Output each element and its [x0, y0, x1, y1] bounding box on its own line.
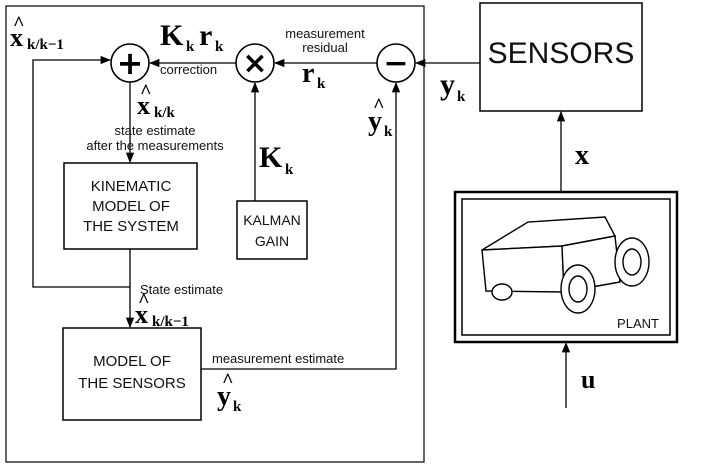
svg-text:^: ^	[373, 95, 385, 117]
svg-text:K: K	[259, 141, 283, 174]
r-k-symbol: r k	[302, 58, 326, 92]
residual-label-2: residual	[302, 40, 348, 55]
svg-text:k/k−1: k/k−1	[27, 37, 64, 53]
svg-text:y: y	[217, 381, 231, 412]
state-estimate-label: State estimate	[140, 282, 223, 297]
svg-text:k: k	[215, 39, 224, 55]
svg-text:k: k	[457, 89, 466, 105]
kalman-line-2: GAIN	[255, 233, 289, 249]
x-symbol: x	[575, 140, 589, 171]
xhat-kk1-middle: ^ x k/k−1	[135, 290, 189, 330]
svg-text:y: y	[368, 106, 382, 137]
kalman-line-1: KALMAN	[243, 212, 301, 228]
u-symbol: u	[581, 365, 595, 394]
estimator-frame	[5, 5, 425, 463]
feedback-loop-arrow	[32, 55, 130, 288]
state-after-label-2: after the measurements	[86, 138, 224, 153]
kr-product: K k r k	[160, 19, 224, 55]
kinematic-line-1: KINEMATIC	[91, 178, 172, 195]
y-k-symbol: y k	[440, 68, 466, 105]
svg-text:x: x	[137, 91, 150, 120]
k-k-symbol: K k	[259, 141, 294, 178]
plant-label: PLANT	[617, 316, 659, 331]
subtract-symbol: −	[383, 46, 408, 81]
sensor-model-line-2: THE SENSORS	[78, 375, 186, 392]
svg-text:^: ^	[13, 13, 25, 35]
svg-text:k: k	[233, 399, 242, 415]
svg-text:k/k: k/k	[154, 105, 176, 121]
svg-text:y: y	[440, 68, 455, 101]
svg-text:x: x	[10, 23, 23, 52]
multiply-symbol: ×	[242, 46, 267, 81]
sensor-model-block	[62, 327, 202, 421]
svg-text:^: ^	[140, 81, 152, 103]
svg-text:r: r	[199, 19, 212, 52]
svg-text:k: k	[317, 76, 326, 92]
svg-text:r: r	[302, 58, 314, 89]
xhat-kk1-top: ^ x k/k−1	[10, 13, 64, 53]
measurement-estimate-label: measurement estimate	[212, 351, 344, 366]
residual-label-1: measurement	[285, 26, 365, 41]
kalman-gain-block	[236, 200, 308, 260]
measurement-estimate-arrow	[201, 81, 401, 370]
svg-text:k: k	[285, 162, 294, 178]
svg-text:k/k−1: k/k−1	[152, 314, 189, 330]
svg-text:^: ^	[222, 370, 234, 392]
svg-text:K: K	[160, 19, 184, 52]
kinematic-model-block	[63, 162, 198, 250]
sensors-label: SENSORS	[488, 37, 635, 70]
yhat-k-right: ^ y k	[368, 95, 393, 140]
yhat-k-bottom: ^ y k	[217, 370, 242, 415]
svg-text:k: k	[384, 124, 393, 140]
svg-text:^: ^	[138, 290, 150, 312]
plant-block-inner	[461, 198, 671, 336]
car-icon	[481, 216, 650, 314]
correction-label: correction	[160, 62, 217, 77]
sum-symbol: +	[117, 44, 144, 82]
svg-text:k: k	[186, 39, 195, 55]
sensor-model-line-1: MODEL OF	[93, 353, 171, 370]
xhat-kk: ^ x k/k	[137, 81, 176, 121]
kinematic-line-3: THE SYSTEM	[83, 218, 179, 235]
state-after-label-1: state estimate	[115, 123, 196, 138]
svg-text:x: x	[135, 300, 148, 329]
kinematic-line-2: MODEL OF	[92, 198, 170, 215]
